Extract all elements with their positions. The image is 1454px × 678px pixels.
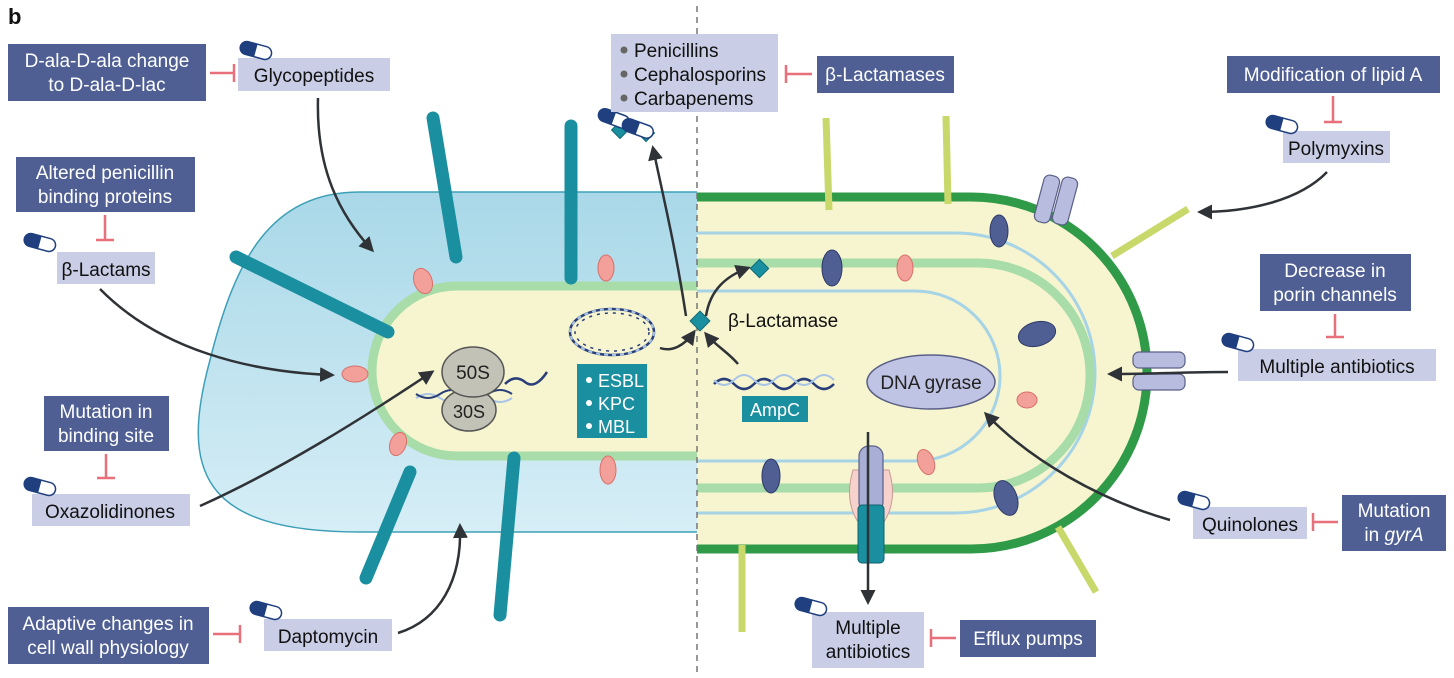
enzyme-kpc: KPC: [598, 394, 635, 414]
inhibition-multiple-antibiotics: [1326, 314, 1344, 339]
pill-icon: [792, 595, 829, 618]
multiple-antibiotics-box-bottom: Multiple antibiotics: [792, 595, 924, 668]
daptomycin-box: Daptomycin: [247, 599, 392, 651]
arrows: [99, 97, 1328, 635]
inhibition-quinolones: [1311, 513, 1338, 531]
altered-pbp-box: Altered penicillin binding proteins: [16, 157, 195, 212]
inhibition-polymyxins: [1324, 96, 1342, 124]
lps-rods: [738, 115, 1190, 632]
inhibition-beta-lactam-classes: [784, 65, 812, 83]
ampc-box: AmpC: [742, 396, 808, 422]
lipid-a-label: Modification of lipid A: [1244, 65, 1423, 86]
binding-site-mutation-box: Mutation in binding site: [44, 396, 169, 451]
inhibition-daptomycin: [213, 625, 242, 643]
pill-icon: [21, 231, 58, 254]
altered-pbp-line2: binding proteins: [38, 187, 172, 208]
pill-icon: [237, 39, 274, 62]
pill-icon: [247, 599, 284, 622]
pill-icon: [1263, 113, 1300, 136]
inhibition-oxazolidinones: [97, 454, 115, 480]
ampc-label: AmpC: [750, 400, 800, 420]
oxazolidinones-label: Oxazolidinones: [45, 502, 175, 523]
porin-channel-right: [1132, 351, 1186, 391]
ribosome-50s-label: 50S: [456, 363, 490, 384]
oxazolidinones-box: Oxazolidinones: [21, 475, 190, 526]
ribosome: 50S 30S: [415, 346, 549, 432]
enzyme-mbl: MBL: [598, 417, 635, 437]
inhibition-beta-lactams: [96, 215, 114, 242]
ribosome-30s-label: 30S: [453, 402, 485, 422]
class-cephalosporins: Cephalosporins: [634, 65, 766, 86]
beta-lactams-box: β-Lactams: [21, 231, 155, 284]
binding-site-line1: Mutation in: [60, 402, 153, 423]
gyra-line2-prefix: in: [1364, 525, 1384, 546]
efflux-pumps-box: Efflux pumps: [960, 620, 1096, 657]
dna-gyrase: DNA gyrase: [866, 354, 996, 410]
multiple-antibiotics-label: Multiple antibiotics: [1259, 357, 1414, 378]
beta-lactamases-label: β-Lactamases: [825, 65, 945, 86]
efflux-pumps-label: Efflux pumps: [973, 629, 1082, 650]
gyra-gene: gyrA: [1385, 525, 1424, 546]
pill-icon: [21, 475, 58, 498]
dna-gyrase-label: DNA gyrase: [880, 373, 981, 394]
gyra-mutation-box: Mutation in gyrA: [1342, 495, 1446, 551]
multiple-antibiotics-box-right: Multiple antibiotics: [1219, 331, 1436, 381]
daptomycin-label: Daptomycin: [278, 627, 378, 648]
cell-wall-rods: [229, 111, 578, 622]
penicillin-binding-proteins: [341, 254, 1038, 485]
gyra-line2: in gyrA: [1364, 525, 1423, 546]
pill-icon: [1219, 331, 1256, 354]
plasmid-icon: [568, 307, 656, 357]
pill-icon: [619, 116, 656, 141]
panel-label: b: [8, 4, 21, 29]
pill-icon: [1175, 489, 1212, 512]
chromosomal-dna-icon: [713, 374, 835, 391]
class-carbapenems: Carbapenems: [634, 89, 753, 110]
cell-wall-line1: Adaptive changes in: [22, 614, 193, 635]
lipid-a-modification-box: Modification of lipid A: [1227, 56, 1440, 93]
cell-wall-changes-box: Adaptive changes in cell wall physiology: [8, 607, 209, 664]
multiple-line2: antibiotics: [826, 642, 911, 663]
dala-change-box: D-ala-D-ala change to D-ala-D-lac: [8, 44, 206, 101]
porin-channel-top: [1033, 174, 1079, 226]
polymyxins-label: Polymyxins: [1288, 139, 1384, 160]
binding-site-line2: binding site: [58, 426, 154, 447]
porin-decrease-line1: Decrease in: [1284, 261, 1385, 282]
beta-lactams-label: β-Lactams: [61, 260, 150, 281]
quinolones-label: Quinolones: [1202, 515, 1298, 536]
inhibition-efflux: [929, 629, 956, 647]
quinolones-box: Quinolones: [1175, 489, 1307, 539]
beta-lactamases-box: β-Lactamases: [817, 56, 954, 93]
multiple-line1: Multiple: [835, 618, 900, 639]
glycopeptides-label: Glycopeptides: [254, 66, 374, 87]
polymyxins-box: Polymyxins: [1263, 113, 1390, 163]
porin-decrease-line2: porin channels: [1273, 285, 1397, 306]
inhibition-glycopeptides: [210, 64, 236, 82]
class-penicillins: Penicillins: [634, 41, 718, 62]
gyra-line1: Mutation: [1358, 501, 1431, 522]
enzyme-types-box: ESBL KPC MBL: [577, 364, 647, 438]
beta-lactamase-label: β-Lactamase: [728, 311, 838, 332]
porin-decrease-box: Decrease in porin channels: [1260, 254, 1411, 311]
dala-change-line2: to D-ala-D-lac: [48, 75, 165, 96]
beta-lactam-classes-box: Penicillins Cephalosporins Carbapenems: [611, 34, 778, 112]
cell-wall-line2: cell wall physiology: [27, 638, 189, 659]
enzyme-esbl: ESBL: [598, 371, 644, 391]
glycopeptides-box: Glycopeptides: [237, 39, 390, 91]
outer-membrane-proteins: [761, 214, 1057, 516]
altered-pbp-line1: Altered penicillin: [36, 163, 174, 184]
dala-change-line1: D-ala-D-ala change: [25, 51, 190, 72]
